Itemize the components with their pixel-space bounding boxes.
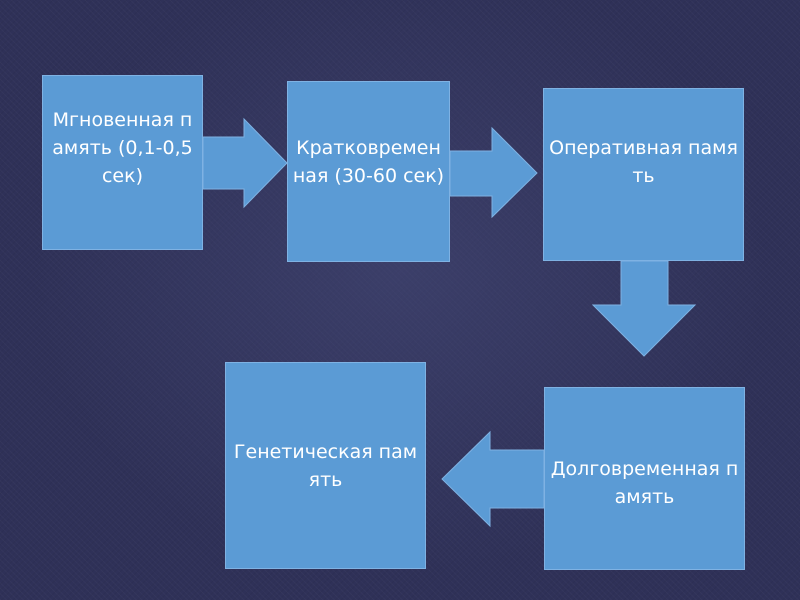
working-memory-block: Оперативная память	[543, 88, 744, 261]
long-term-memory-label: Долговременная память	[550, 457, 739, 508]
instant-memory-block: Мгновенная память (0,1-0,5 сек)	[42, 75, 203, 250]
genetic-memory-block: Генетическая память	[225, 362, 426, 569]
arrow-right-icon	[202, 117, 288, 209]
genetic-memory-label: Генетическая память	[233, 440, 418, 491]
arrow-down-icon	[591, 260, 697, 357]
arrow-right-icon	[449, 126, 538, 219]
long-term-memory-block: Долговременная память	[544, 387, 745, 570]
short-term-memory-block: Кратковременная (30-60 сек)	[287, 81, 450, 262]
working-memory-label: Оперативная память	[549, 136, 738, 187]
arrow-left-icon	[441, 430, 545, 528]
instant-memory-label: Мгновенная память (0,1-0,5 сек)	[52, 108, 193, 187]
short-term-memory-label: Кратковременная (30-60 сек)	[292, 136, 445, 187]
